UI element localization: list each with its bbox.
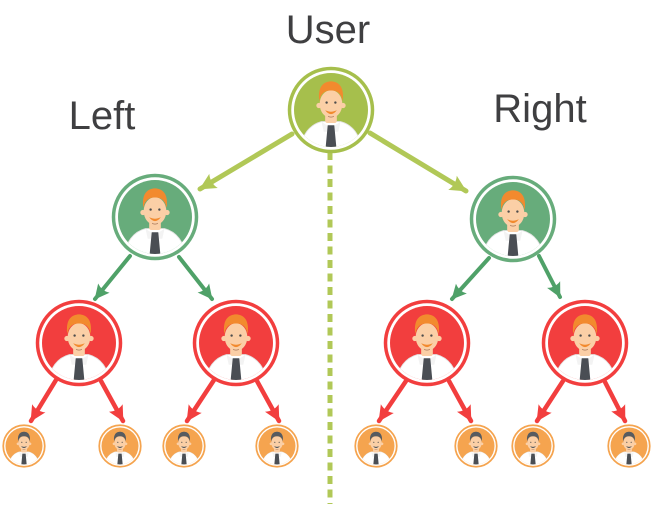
edge-right-to-grandchild-4 [537, 254, 562, 299]
edge-grandchild1-to-leaf1 [28, 377, 59, 424]
left-label: Left [69, 94, 136, 138]
grandchild-node-2 [195, 302, 278, 388]
edge-user-to-right [367, 130, 469, 194]
leaf-node-1 [3, 425, 45, 468]
right-child-node [472, 178, 555, 264]
grandchild-node-4 [544, 302, 627, 388]
edge-grandchild3-to-leaf5 [376, 378, 409, 424]
leaf-node-5 [355, 425, 397, 468]
right-label: Right [493, 87, 586, 131]
edge-grandchild3-to-leaf6 [446, 378, 474, 424]
leaf-node-7 [512, 425, 554, 468]
user-node [290, 69, 373, 155]
edge-left-to-grandchild-1 [93, 254, 132, 301]
edges-level-2 [93, 254, 562, 301]
leaf-node-6 [455, 425, 497, 468]
edge-grandchild2-to-leaf4 [254, 378, 282, 424]
edge-grandchild4-to-leaf8 [602, 379, 628, 424]
edge-left-to-grandchild-2 [177, 255, 214, 301]
leaf-node-3 [163, 425, 205, 468]
leaf-node-4 [256, 425, 298, 468]
edge-grandchild4-to-leaf7 [534, 378, 566, 424]
grandchild-node-3 [386, 302, 469, 388]
grandchild-node-1 [38, 302, 121, 388]
user-label: User [286, 8, 370, 52]
edges-level-3 [28, 377, 628, 424]
edges-level-1 [197, 130, 469, 194]
edge-right-to-grandchild-3 [450, 256, 491, 301]
leaf-node-8 [608, 425, 650, 468]
left-child-node [114, 176, 197, 262]
edge-user-to-left [197, 131, 295, 192]
edge-grandchild1-to-leaf2 [98, 378, 126, 424]
edge-grandchild2-to-leaf3 [184, 377, 217, 424]
leaf-node-2 [99, 425, 141, 468]
